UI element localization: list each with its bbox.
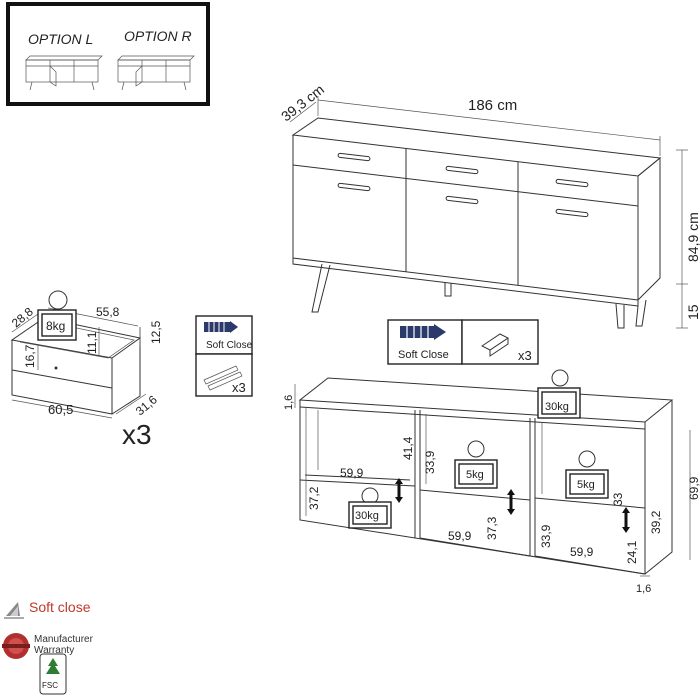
- option-l-sketch: [25, 55, 103, 91]
- soft-close-legend-label: Soft close: [29, 599, 91, 615]
- inner-top-load: 30kg: [545, 401, 569, 413]
- small-soft-close-panel: [195, 315, 253, 397]
- right-side-height: 39,2: [649, 510, 663, 534]
- sideboard-width: 186 cm: [468, 97, 517, 114]
- right-lower-height: 24,1: [625, 540, 639, 564]
- drawer-drawing: [10, 290, 147, 419]
- drawer-side-depth: 31,6: [133, 392, 160, 418]
- warranty-seal-icon: [2, 633, 30, 659]
- inner-bottom-load: 30kg: [355, 510, 379, 522]
- warranty-label: Manufacturer Warranty: [34, 634, 93, 656]
- small-soft-close-label: Soft Close: [206, 340, 253, 351]
- leg-height: 15: [685, 304, 700, 320]
- drawer-right-height: 12,5: [149, 320, 163, 344]
- fsc-logo-icon: [39, 653, 67, 695]
- inner-view-drawing: [294, 369, 691, 577]
- option-r-sketch: [117, 55, 195, 91]
- sideboard-height: 84,9 cm: [685, 212, 700, 262]
- drawer-front-height: 16,7: [23, 344, 37, 368]
- big-hinge-count: x3: [518, 348, 532, 363]
- mid-lower-width: 59,9: [448, 529, 472, 543]
- left-lower-height: 37,2: [307, 486, 321, 510]
- mid-upper-height: 33,9: [423, 450, 437, 474]
- warranty-line1: Manufacturer: [34, 634, 93, 645]
- right-lower-width: 59,9: [570, 545, 594, 559]
- sideboard-drawing: [289, 96, 688, 329]
- inner-bottom-thickness: 1,6: [636, 583, 651, 595]
- option-l-label: OPTION L: [28, 31, 93, 47]
- drawer-inner-height: 11,1: [85, 331, 99, 354]
- drawer-top-width: 55,8: [96, 305, 120, 319]
- small-runner-count: x3: [232, 380, 246, 395]
- soft-close-icon: [4, 602, 24, 619]
- inner-total-height: 69,9: [687, 476, 700, 500]
- fsc-label: FSC: [42, 681, 58, 690]
- big-soft-close-label: Soft Close: [398, 349, 449, 361]
- drawer-count: x3: [122, 419, 152, 450]
- option-r-label: OPTION R: [124, 28, 192, 44]
- right-upper-height: 33: [611, 492, 625, 506]
- option-box: [6, 2, 210, 106]
- big-soft-close-panel: [387, 319, 539, 365]
- inner-mid-load: 5kg: [466, 469, 484, 481]
- inner-right-load: 5kg: [577, 479, 595, 491]
- left-upper-width: 59,9: [340, 466, 364, 480]
- inner-top-thickness: 1,6: [283, 395, 295, 410]
- warranty-line2: Warranty: [34, 645, 75, 656]
- left-upper-height: 41,4: [401, 436, 415, 460]
- drawer-front-width: 60,5: [48, 402, 73, 417]
- drawer-load: 8kg: [46, 319, 65, 333]
- mid-lower-height: 37,3: [485, 516, 499, 540]
- right-lower-left-height: 33,9: [539, 524, 553, 548]
